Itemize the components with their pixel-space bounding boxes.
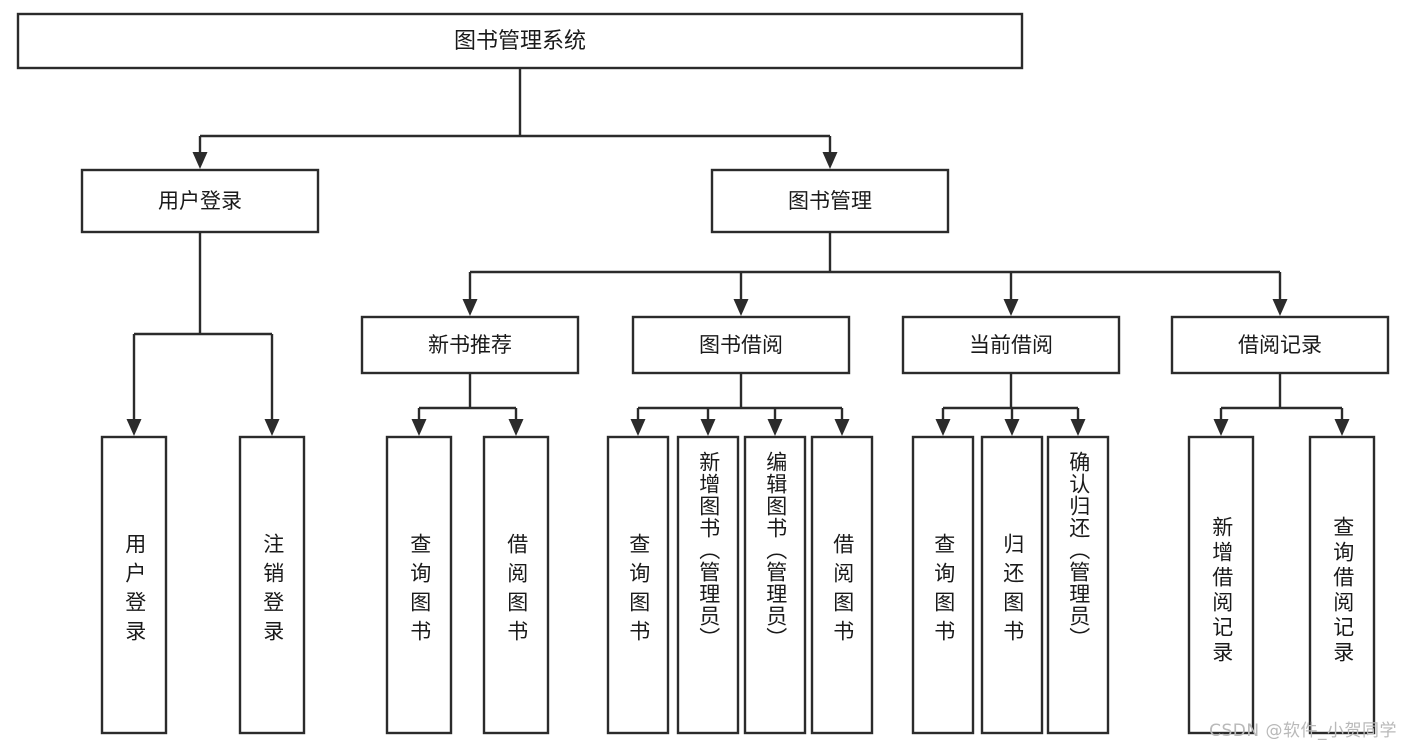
node-label-图书管理: 图书管理	[788, 189, 872, 213]
arrow-head-icon-7	[1272, 299, 1288, 316]
node-box-图书借阅[interactable]	[631, 315, 851, 375]
node-label-借阅记录: 借阅记录	[1238, 333, 1322, 357]
node-leaf-借阅图书[interactable]	[810, 435, 874, 735]
arrow-head-icon-0	[192, 152, 208, 169]
arrow-head-icon-3	[264, 419, 280, 436]
node-level3-新书推荐[interactable]	[360, 315, 580, 375]
node-leaf-新增图书管理员[interactable]	[676, 435, 740, 735]
node-leaf-用户登录[interactable]	[100, 435, 168, 735]
node-box-新增图书管理员[interactable]	[676, 435, 740, 735]
arrow-head-icon-16	[1070, 419, 1086, 436]
node-level3-图书借阅[interactable]	[631, 315, 851, 375]
arrow-head-icon-18	[1334, 419, 1350, 436]
node-level3-借阅记录[interactable]	[1170, 315, 1390, 375]
node-box-借阅记录[interactable]	[1170, 315, 1390, 375]
node-level2-图书管理[interactable]	[710, 168, 950, 234]
node-leaf-查询图书[interactable]	[606, 435, 670, 735]
node-box-查询图书[interactable]	[606, 435, 670, 735]
node-leaf-确认归还管理员[interactable]	[1046, 435, 1110, 735]
node-leaf-借阅图书[interactable]	[482, 435, 550, 735]
node-label-图书借阅: 图书借阅	[699, 333, 783, 357]
node-box-查询图书[interactable]	[385, 435, 453, 735]
arrow-head-icon-13	[834, 419, 850, 436]
arrow-head-icon-6	[1003, 299, 1019, 316]
arrow-head-icon-10	[630, 419, 646, 436]
node-box-编辑图书管理员[interactable]	[743, 435, 807, 735]
arrow-head-icon-1	[822, 152, 838, 169]
watermark-text: CSDN @软件_小贺同学	[1209, 721, 1397, 741]
boxes-layer	[16, 12, 1390, 735]
node-box-当前借阅[interactable]	[901, 315, 1121, 375]
arrow-head-icon-17	[1213, 419, 1229, 436]
node-box-用户登录[interactable]	[100, 435, 168, 735]
node-box-借阅图书[interactable]	[482, 435, 550, 735]
arrow-head-icon-12	[767, 419, 783, 436]
node-box-图书管理系统[interactable]	[16, 12, 1024, 70]
node-leaf-归还图书[interactable]	[980, 435, 1044, 735]
node-leaf-新增借阅记录[interactable]	[1187, 435, 1255, 735]
node-box-查询借阅记录[interactable]	[1308, 435, 1376, 735]
node-box-归还图书[interactable]	[980, 435, 1044, 735]
node-leaf-查询图书[interactable]	[911, 435, 975, 735]
arrow-head-icon-14	[935, 419, 951, 436]
node-leaf-查询借阅记录[interactable]	[1308, 435, 1376, 735]
node-label-图书管理系统: 图书管理系统	[454, 29, 586, 54]
node-leaf-编辑图书管理员[interactable]	[743, 435, 807, 735]
node-leaf-注销登录[interactable]	[238, 435, 306, 735]
node-box-新增借阅记录[interactable]	[1187, 435, 1255, 735]
node-label-新书推荐: 新书推荐	[428, 333, 512, 357]
arrow-head-icon-11	[700, 419, 716, 436]
arrow-head-icon-5	[733, 299, 749, 316]
node-level2-用户登录[interactable]	[80, 168, 320, 234]
node-level3-当前借阅[interactable]	[901, 315, 1121, 375]
arrow-head-icon-2	[126, 419, 142, 436]
node-box-注销登录[interactable]	[238, 435, 306, 735]
node-box-借阅图书[interactable]	[810, 435, 874, 735]
node-box-查询图书[interactable]	[911, 435, 975, 735]
node-box-确认归还管理员[interactable]	[1046, 435, 1110, 735]
node-leaf-查询图书[interactable]	[385, 435, 453, 735]
arrow-head-icon-15	[1004, 419, 1020, 436]
node-label-用户登录: 用户登录	[158, 189, 242, 213]
arrow-head-icon-8	[411, 419, 427, 436]
node-label-当前借阅: 当前借阅	[969, 333, 1053, 357]
node-root-图书管理系统[interactable]	[16, 12, 1024, 70]
node-box-图书管理[interactable]	[710, 168, 950, 234]
connectors-layer	[126, 68, 1350, 436]
arrow-head-icon-9	[508, 419, 524, 436]
node-box-用户登录[interactable]	[80, 168, 320, 234]
node-box-新书推荐[interactable]	[360, 315, 580, 375]
arrow-head-icon-4	[462, 299, 478, 316]
